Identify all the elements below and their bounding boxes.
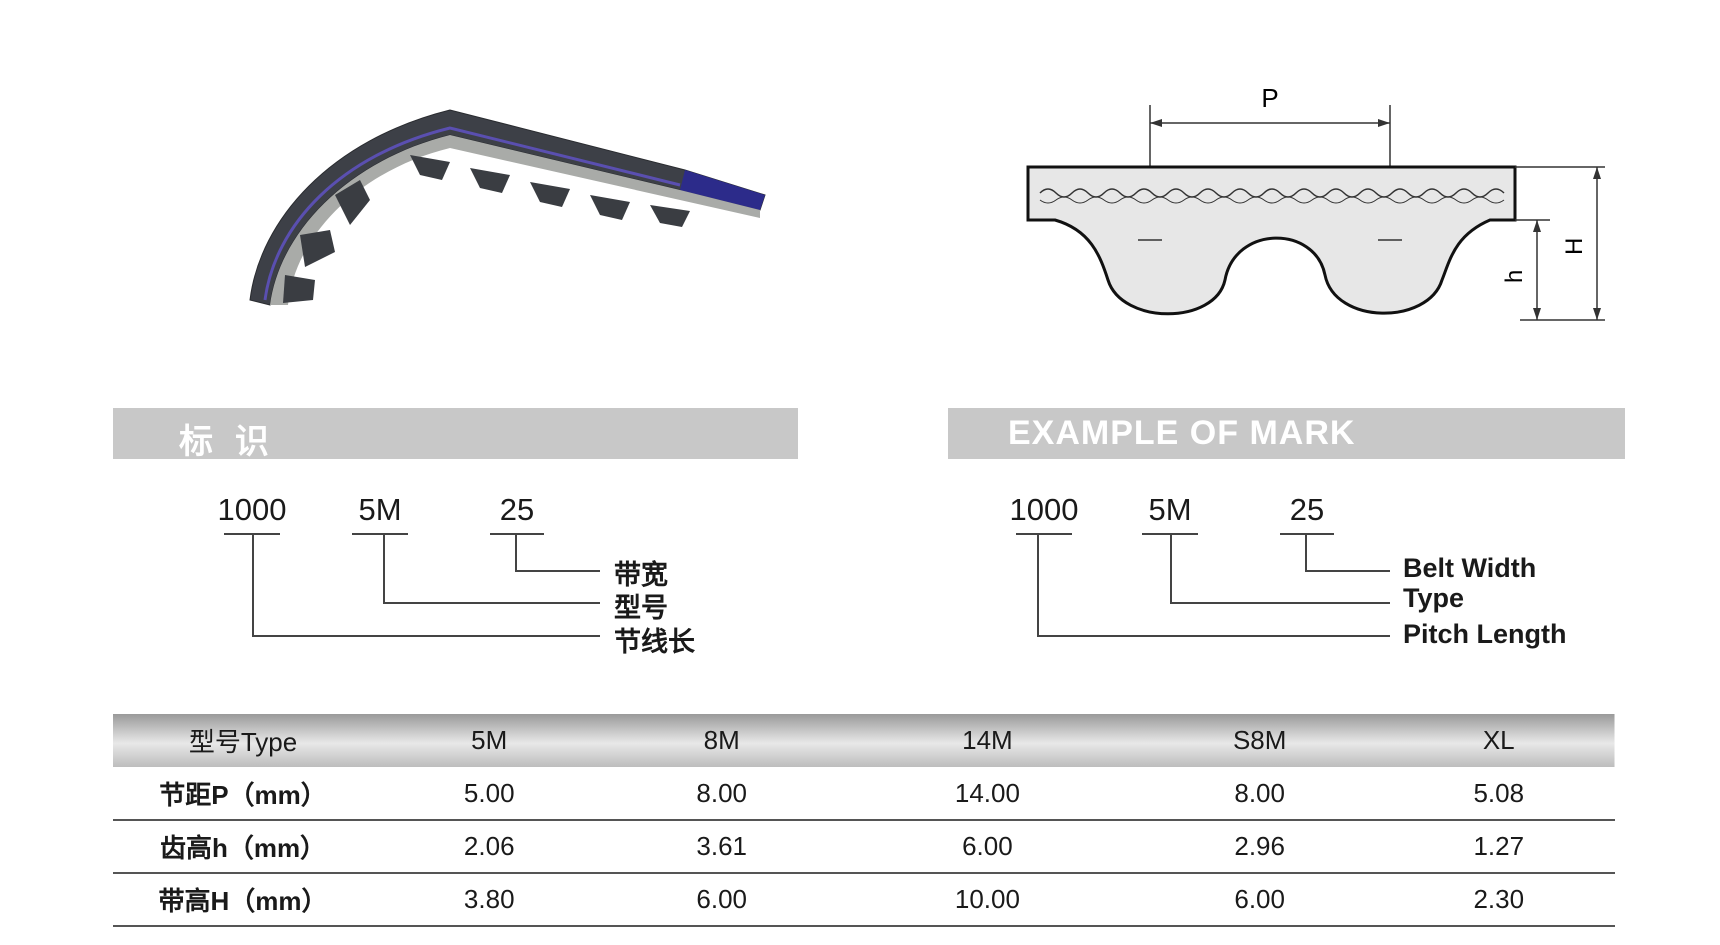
right-mark-width: 25	[1289, 492, 1325, 527]
table-cell: 2.06	[463, 831, 515, 861]
leader-line	[1037, 535, 1039, 635]
left-mark-width: 25	[499, 492, 535, 527]
header-cell: S8M	[1232, 725, 1287, 755]
table-cell: 1.27	[1473, 831, 1525, 861]
header-cell: 8M	[703, 725, 740, 755]
pitch-label: P	[1261, 85, 1278, 113]
timing-belt-illustration	[249, 109, 766, 306]
left-label-width: 带宽	[614, 560, 668, 590]
right-label-type: Type	[1403, 583, 1465, 613]
underline	[224, 533, 280, 535]
table-row: 节距P（mm） 5.00 8.00 14.00 8.00 5.08	[113, 767, 1615, 820]
table-cell: 6.00	[696, 884, 747, 914]
leader-line	[1170, 602, 1390, 604]
table-cell: 8.00	[1234, 777, 1285, 808]
left-section-title: 标 识	[179, 423, 270, 461]
belt-height-label: H	[1561, 238, 1588, 255]
leader-line	[515, 570, 600, 572]
header-cell: XL	[1482, 725, 1515, 755]
table-cell: 6.00	[1234, 884, 1285, 914]
left-section-header: 标 识	[113, 408, 798, 461]
table-cell: 5.08	[1473, 777, 1525, 808]
table-row: 带高H（mm） 3.80 6.00 10.00 6.00 2.30	[113, 873, 1615, 926]
spec-table: 型号Type 5M 8M 14M S8M XL 节距P（mm） 5.00 8.0…	[113, 714, 1615, 927]
leader-line	[1037, 635, 1390, 637]
leader-line	[383, 602, 600, 604]
tooth-height-label: h	[1501, 270, 1528, 283]
leader-line	[252, 635, 600, 637]
table-cell: 5.00	[463, 777, 515, 808]
left-mark-length: 1000	[217, 492, 287, 527]
right-mark-length: 1000	[1009, 492, 1079, 527]
table-header-row: 型号Type 5M 8M 14M S8M XL	[113, 714, 1615, 767]
table-cell: 3.61	[696, 831, 747, 861]
tooth-profile-diagram: P h H	[1026, 85, 1605, 321]
right-section-title: EXAMPLE OF MARK	[1008, 414, 1356, 452]
table-cell: 6.00	[962, 831, 1013, 861]
right-section-header: EXAMPLE OF MARK	[948, 408, 1625, 459]
right-label-length: Pitch Length	[1403, 619, 1567, 649]
right-label-width: Belt Width	[1403, 553, 1537, 583]
left-label-length: 节线长	[614, 627, 695, 657]
leader-line	[1170, 535, 1172, 602]
left-label-type: 型号	[614, 593, 668, 623]
leader-line	[515, 535, 517, 570]
underline	[352, 533, 408, 535]
underline	[490, 533, 544, 535]
table-cell: 14.00	[954, 777, 1020, 808]
right-mark-type: 5M	[1148, 492, 1192, 527]
underline	[1142, 533, 1198, 535]
left-mark-type: 5M	[358, 492, 402, 527]
header-cell: 5M	[471, 725, 508, 755]
table-cell: 8.00	[696, 777, 747, 808]
leader-line	[252, 535, 254, 635]
underline	[1016, 533, 1072, 535]
table-cell: 10.00	[954, 884, 1020, 914]
leader-line	[383, 535, 385, 602]
table-cell: 3.80	[463, 884, 515, 914]
header-cell: 型号Type	[188, 727, 298, 757]
table-row: 齿高h（mm） 2.06 3.61 6.00 2.96 1.27	[113, 820, 1615, 873]
table-cell: 2.30	[1473, 884, 1525, 914]
table-cell: 2.96	[1234, 831, 1285, 861]
header-cell: 14M	[962, 725, 1013, 755]
row-label: 节距P（mm）	[159, 779, 327, 810]
row-label: 齿高h（mm）	[159, 833, 327, 863]
row-label: 带高H（mm）	[158, 886, 328, 916]
leader-line	[1305, 570, 1390, 572]
underline	[1280, 533, 1334, 535]
leader-line	[1305, 535, 1307, 570]
